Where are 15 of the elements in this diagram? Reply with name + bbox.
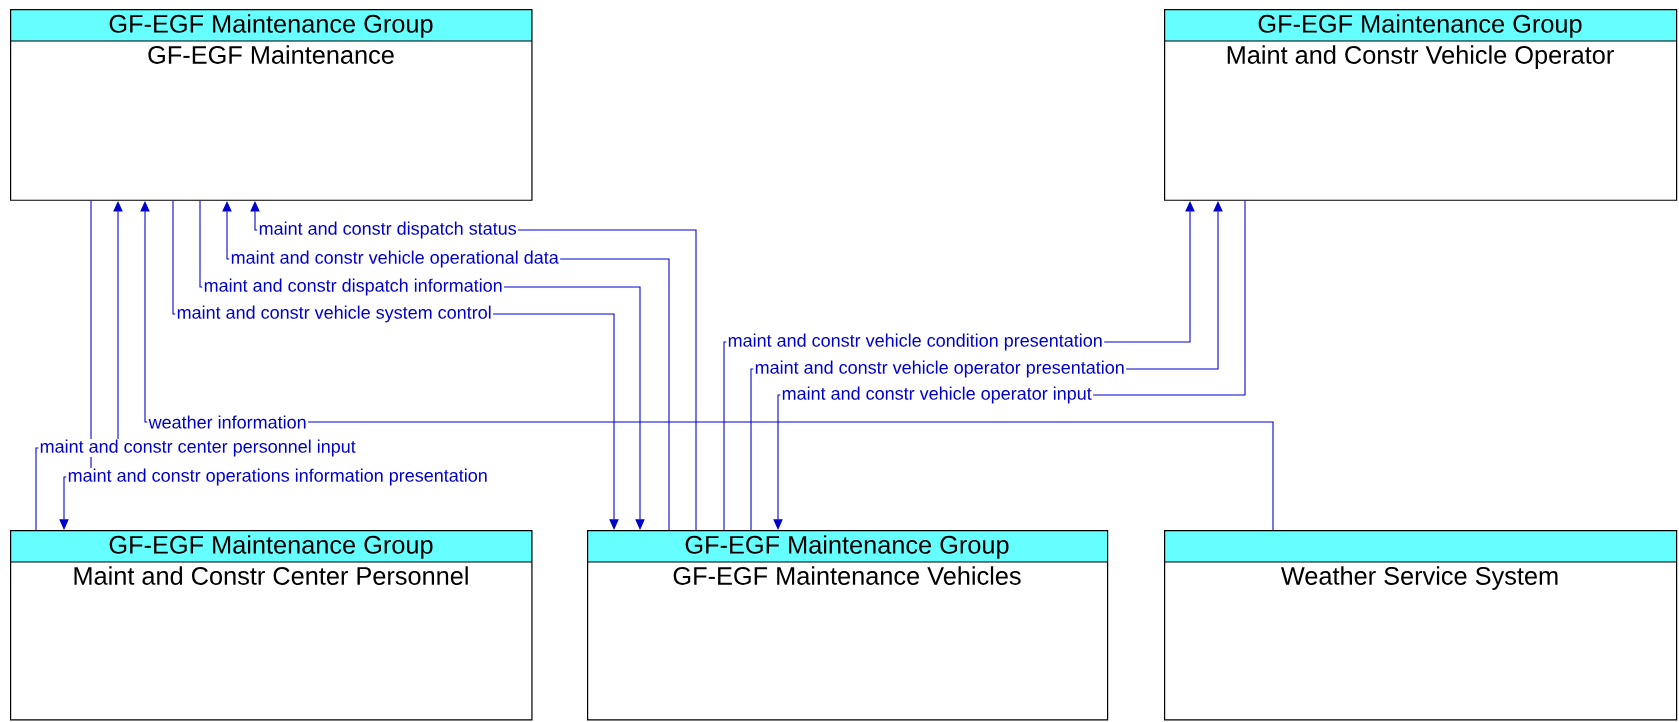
edge-label: maint and constr vehicle operator input [780, 385, 1094, 405]
edge-label: maint and constr vehicle system control [175, 304, 494, 324]
edge-label: maint and constr vehicle operator presentation [753, 359, 1127, 379]
system-box: GF-EGF Maintenance Group GF-EGF Maintenance [9, 9, 533, 201]
edge-label: maint and constr vehicle operational data [229, 249, 561, 269]
edge-label: maint and constr operations information presentation [66, 467, 490, 487]
system-box: GF-EGF Maintenance Group GF-EGF Maintenance Vehicles [586, 530, 1109, 721]
system-box: Weather Service System [1163, 530, 1678, 721]
edge-label: maint and constr dispatch status [257, 220, 519, 240]
edge-label: maint and constr vehicle condition presentation [726, 332, 1105, 352]
edge-label: weather information [147, 414, 308, 430]
system-box: GF-EGF Maintenance Group Maint and Constr Vehicle Operator [1163, 9, 1678, 201]
edge-label: maint and constr dispatch information [202, 277, 505, 297]
edge-label: maint and constr center personnel input [38, 438, 358, 458]
system-box: GF-EGF Maintenance Group Maint and Constr Center Personnel [9, 530, 533, 721]
